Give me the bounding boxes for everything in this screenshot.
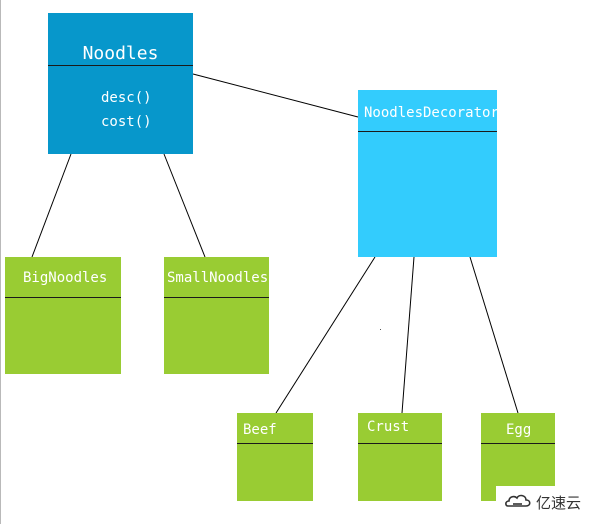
class-title-noodles: Noodles xyxy=(82,43,159,64)
edge-noodles-smallnoodles xyxy=(163,153,206,258)
class-box-noodles-decorator[interactable]: NoodlesDecorator xyxy=(358,90,499,257)
method-desc: desc() xyxy=(101,90,152,106)
class-divider xyxy=(164,297,269,298)
edge-decorator-egg xyxy=(469,256,519,414)
class-divider xyxy=(237,443,313,444)
edge-noodles-decorator xyxy=(192,73,359,118)
class-divider xyxy=(358,131,497,132)
left-border-line xyxy=(0,0,1,524)
class-divider xyxy=(358,443,442,444)
edge-decorator-crust xyxy=(401,256,415,414)
stray-dot xyxy=(380,329,381,330)
class-title-noodles-decorator: NoodlesDecorator xyxy=(364,105,499,121)
class-title-beef: Beef xyxy=(243,422,277,438)
watermark-text: 亿速云 xyxy=(536,494,582,512)
class-divider xyxy=(48,65,193,66)
method-cost: cost() xyxy=(101,114,152,130)
class-box-big-noodles[interactable]: BigNoodles xyxy=(5,257,121,374)
class-title-egg: Egg xyxy=(506,422,532,438)
class-title-small-noodles: SmallNoodles xyxy=(167,270,269,286)
class-title-crust: Crust xyxy=(367,419,410,435)
class-box-noodles[interactable]: Noodles desc() cost() xyxy=(48,13,193,154)
edge-decorator-beef xyxy=(275,256,376,414)
cloud-logo-icon xyxy=(505,494,531,507)
watermark-background xyxy=(496,486,596,524)
class-divider xyxy=(481,443,555,444)
class-box-beef[interactable]: Beef xyxy=(237,413,313,501)
edge-noodles-bignoodles xyxy=(31,153,72,258)
class-divider xyxy=(5,297,121,298)
class-box-crust[interactable]: Crust xyxy=(358,413,442,501)
class-title-big-noodles: BigNoodles xyxy=(23,270,108,286)
class-box-small-noodles[interactable]: SmallNoodles xyxy=(164,257,269,374)
